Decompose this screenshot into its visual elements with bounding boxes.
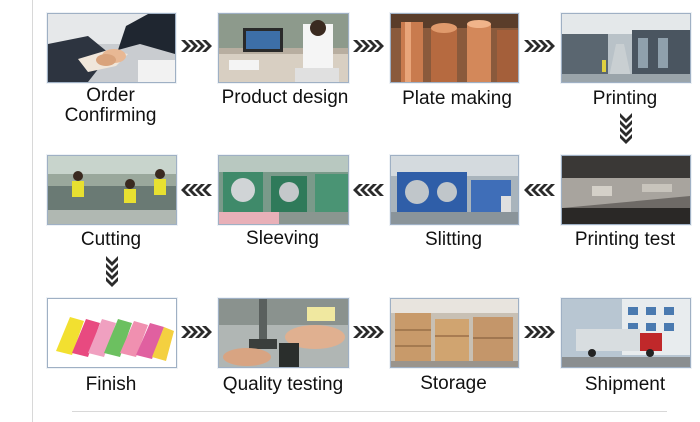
finished-sleeves-photo-icon xyxy=(47,298,177,368)
sleeving-machine-photo-icon xyxy=(218,155,349,225)
arrow-right-icon xyxy=(524,325,556,339)
designer-desk-photo-icon xyxy=(218,13,349,83)
chevron-right-icon xyxy=(353,40,384,52)
step-label: Plate making xyxy=(402,88,512,109)
left-divider xyxy=(32,0,33,422)
chevron-down-icon xyxy=(106,256,118,287)
chevron-down-icon xyxy=(620,113,632,144)
chevron-right-icon xyxy=(353,326,384,338)
step-label: Cutting xyxy=(80,229,142,250)
arrow-right-icon xyxy=(181,39,213,53)
arrow-left-icon xyxy=(181,183,213,197)
chevron-left-icon xyxy=(181,184,212,196)
truck-photo-icon xyxy=(561,298,691,368)
slitting-machine-photo-icon xyxy=(390,155,519,225)
step-label: Product design xyxy=(221,87,349,108)
arrow-left-icon xyxy=(524,183,556,197)
printing-press-photo-icon xyxy=(561,13,691,83)
chevron-right-icon xyxy=(524,326,555,338)
step-label: Sleeving xyxy=(246,228,319,249)
chevron-right-icon xyxy=(181,326,212,338)
arrow-right-icon xyxy=(353,39,385,53)
cutting-workers-photo-icon xyxy=(47,155,177,225)
arrow-right-icon xyxy=(524,39,556,53)
step-label: Slitting xyxy=(424,229,483,250)
arrow-left-icon xyxy=(353,183,385,197)
warehouse-boxes-photo-icon xyxy=(390,298,519,368)
step-label: Printing xyxy=(592,88,658,109)
inspection-photo-icon xyxy=(218,298,349,368)
arrow-right-icon xyxy=(353,325,385,339)
step-label: Finish xyxy=(85,374,137,395)
handshake-photo-icon xyxy=(47,13,176,83)
arrow-down-icon xyxy=(619,113,633,145)
chevron-right-icon xyxy=(181,40,212,52)
arrow-right-icon xyxy=(181,325,213,339)
chevron-left-icon xyxy=(524,184,555,196)
step-label: Printing test xyxy=(574,229,676,250)
step-label: Quality testing xyxy=(222,374,344,395)
arrow-down-icon xyxy=(105,256,119,288)
step-label: Order Confirming xyxy=(64,85,157,126)
copper-cylinder-photo-icon xyxy=(390,13,519,83)
step-label: Storage xyxy=(420,373,487,394)
test-machine-photo-icon xyxy=(561,155,691,225)
bottom-divider xyxy=(72,411,667,412)
step-label: Shipment xyxy=(584,374,666,395)
chevron-right-icon xyxy=(524,40,555,52)
chevron-left-icon xyxy=(353,184,384,196)
